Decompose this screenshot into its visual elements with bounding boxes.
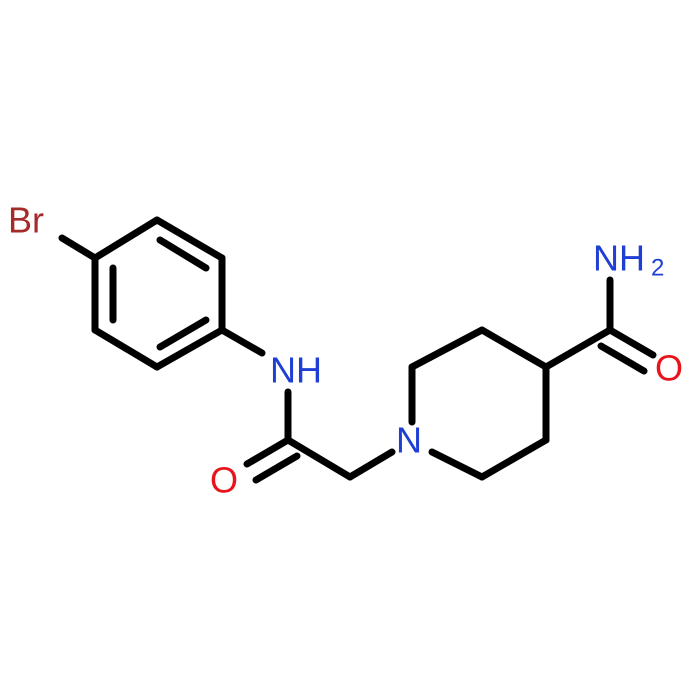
atom-nh2: NH — [593, 238, 645, 279]
bond-amide-o2-b — [597, 342, 648, 375]
bond-carbonyl-ch2 — [284, 436, 354, 481]
atom-labels: Br NH O N NH 2 O — [8, 200, 683, 501]
bond-amide-o2-a — [606, 326, 657, 359]
bond-ring-5 — [153, 216, 226, 262]
bond-pip-5 — [478, 436, 550, 481]
bond-pip-3 — [478, 326, 550, 371]
atom-o2: O — [655, 348, 683, 389]
atom-o1: O — [210, 460, 238, 501]
bonds — [58, 216, 657, 484]
atom-nh: NH — [270, 350, 322, 391]
bond-pip-amide — [542, 326, 614, 371]
bond-ring-inner-3 — [156, 236, 210, 272]
bond-c-br — [58, 234, 99, 262]
bond-carbonyl-o1-a — [243, 436, 292, 468]
bond-c-nh — [218, 326, 266, 357]
bond-ring-6 — [91, 216, 161, 262]
bond-ring-inner-2 — [156, 316, 210, 351]
bond-pip-2 — [408, 326, 486, 371]
bond-ring-3 — [153, 326, 226, 371]
bond-pip-6 — [428, 448, 486, 481]
atom-n1: N — [396, 420, 422, 461]
bond-carbonyl-o1-b — [252, 452, 301, 484]
bond-ch2-n — [346, 448, 396, 481]
atom-nh2-subscript: 2 — [651, 255, 664, 282]
atom-br: Br — [8, 200, 44, 241]
bond-ring-2 — [91, 326, 161, 371]
